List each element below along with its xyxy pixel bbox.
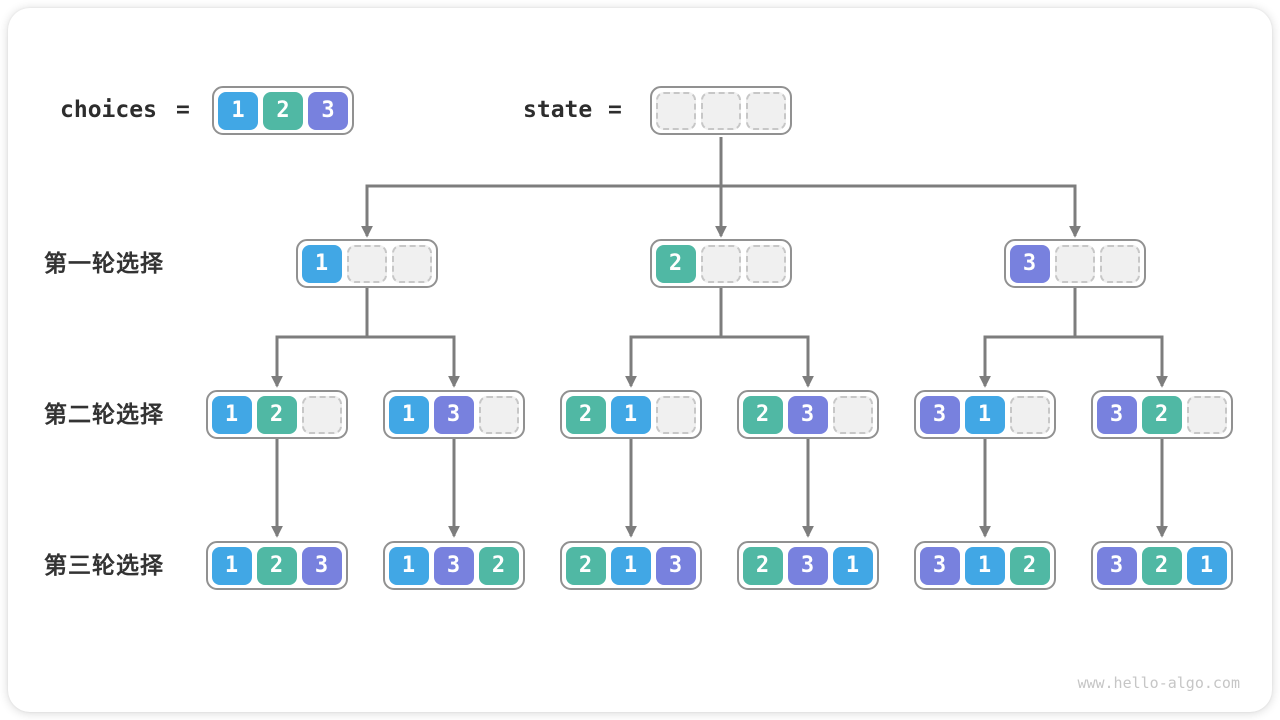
array-cell: 1 (388, 395, 429, 434)
tree-node: 1 3 2 (382, 541, 525, 590)
array-cell: 2 (655, 244, 696, 283)
array-cell: 3 (433, 546, 474, 585)
array-cell: 3 (1096, 395, 1137, 434)
round-1-label: 第一轮选择 (44, 250, 164, 276)
array-cell (1054, 244, 1095, 283)
array-cell: 2 (263, 91, 303, 130)
array-cell: 3 (787, 546, 828, 585)
tree-node: 1 2 3 (205, 541, 348, 590)
array-cell: 3 (1009, 244, 1050, 283)
array-cell (655, 395, 696, 434)
array-cell: 2 (256, 395, 297, 434)
array-cell (700, 244, 741, 283)
array-cell (1099, 244, 1140, 283)
array-cell: 3 (301, 546, 342, 585)
tree-node: 1 2 (205, 390, 348, 439)
state-equals-sign: = (608, 97, 622, 123)
array-cell: 2 (742, 395, 783, 434)
array-cell (1186, 395, 1227, 434)
array-cell: 1 (610, 546, 651, 585)
tree-node: 2 1 (559, 390, 702, 439)
array-cell: 3 (919, 546, 960, 585)
array-cell (478, 395, 519, 434)
tree-node: 3 2 1 (1090, 541, 1233, 590)
array-cell: 1 (211, 395, 252, 434)
array-cell (391, 244, 432, 283)
choices-array: 1 2 3 (212, 86, 354, 135)
tree-node: 1 3 (382, 390, 525, 439)
tree-node: 3 2 (1090, 390, 1233, 439)
array-cell (700, 91, 741, 130)
array-cell: 3 (655, 546, 696, 585)
array-cell (1009, 395, 1050, 434)
array-cell: 2 (1009, 546, 1050, 585)
array-cell (832, 395, 873, 434)
array-cell: 3 (433, 395, 474, 434)
array-cell: 2 (478, 546, 519, 585)
array-cell: 2 (565, 395, 606, 434)
array-cell (745, 91, 786, 130)
array-cell: 2 (742, 546, 783, 585)
array-cell: 1 (218, 91, 258, 130)
tree-node: 2 1 3 (559, 541, 702, 590)
array-cell (346, 244, 387, 283)
array-cell (745, 244, 786, 283)
array-cell: 1 (964, 546, 1005, 585)
array-cell: 3 (919, 395, 960, 434)
array-cell: 3 (1096, 546, 1137, 585)
array-cell: 1 (832, 546, 873, 585)
tree-node: 3 1 2 (913, 541, 1056, 590)
state-label: state (523, 97, 593, 123)
choices-equals-sign: = (176, 97, 190, 123)
array-cell: 1 (388, 546, 429, 585)
array-cell: 1 (964, 395, 1005, 434)
array-cell: 3 (308, 91, 348, 130)
choices-label: choices (60, 97, 157, 123)
array-cell: 1 (1186, 546, 1227, 585)
array-cell: 1 (610, 395, 651, 434)
round-2-label: 第二轮选择 (44, 401, 164, 427)
tree-node: 2 3 1 (736, 541, 879, 590)
array-cell: 2 (1141, 395, 1182, 434)
round-3-label: 第三轮选择 (44, 552, 164, 578)
array-cell (655, 91, 696, 130)
array-cell: 1 (301, 244, 342, 283)
tree-node: 3 1 (913, 390, 1056, 439)
tree-node: 1 (295, 239, 438, 288)
array-cell: 2 (256, 546, 297, 585)
state-array (649, 86, 792, 135)
array-cell: 2 (1141, 546, 1182, 585)
watermark-url: www.hello-algo.com (1077, 674, 1240, 692)
tree-node: 2 3 (736, 390, 879, 439)
tree-node: 2 (649, 239, 792, 288)
array-cell: 2 (565, 546, 606, 585)
array-cell: 1 (211, 546, 252, 585)
array-cell: 3 (787, 395, 828, 434)
tree-node: 3 (1003, 239, 1146, 288)
array-cell (301, 395, 342, 434)
